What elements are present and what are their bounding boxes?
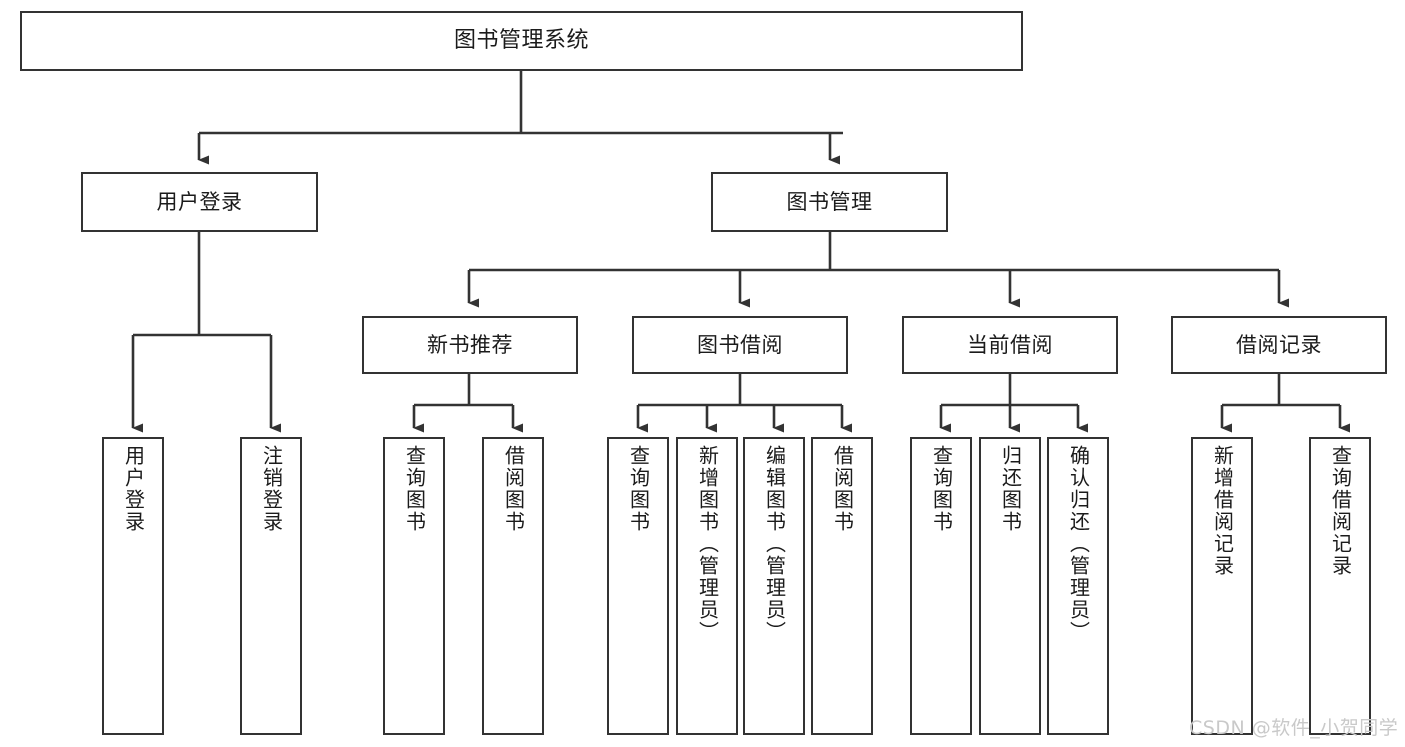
node-label: 借阅记录 (1236, 332, 1322, 357)
node-label: 归还图书 (998, 445, 1023, 533)
node-label: 注销登录 (259, 445, 284, 533)
leaf-current-confirm-return-admin[interactable]: 确认归还（管理员） (1047, 437, 1109, 735)
leaf-recommend-query-book[interactable]: 查询图书 (383, 437, 445, 735)
leaf-recommend-borrow-book[interactable]: 借阅图书 (482, 437, 544, 735)
node-label: 图书管理系统 (453, 28, 589, 54)
leaf-borrow-query-book[interactable]: 查询图书 (607, 437, 669, 735)
node-user-login[interactable]: 用户登录 (81, 172, 318, 232)
node-label: 新增借阅记录 (1210, 445, 1235, 577)
leaf-borrow-edit-book-admin[interactable]: 编辑图书（管理员） (743, 437, 805, 735)
node-new-book-recommend[interactable]: 新书推荐 (362, 316, 578, 374)
node-label: 新增图书（管理员） (695, 445, 720, 643)
node-borrow-record[interactable]: 借阅记录 (1171, 316, 1387, 374)
node-root-system[interactable]: 图书管理系统 (20, 11, 1023, 71)
node-current-borrow[interactable]: 当前借阅 (902, 316, 1118, 374)
node-label: 用户登录 (156, 189, 243, 214)
node-label: 用户登录 (121, 445, 146, 533)
leaf-current-query-book[interactable]: 查询图书 (910, 437, 972, 735)
node-label: 查询图书 (402, 445, 427, 533)
leaf-user-login-login[interactable]: 用户登录 (102, 437, 164, 735)
node-label: 查询借阅记录 (1328, 445, 1353, 577)
leaf-current-return-book[interactable]: 归还图书 (979, 437, 1041, 735)
node-label: 确认归还（管理员） (1066, 445, 1091, 643)
node-label: 新书推荐 (427, 332, 513, 357)
leaf-borrow-add-book-admin[interactable]: 新增图书（管理员） (676, 437, 738, 735)
leaf-record-add-record[interactable]: 新增借阅记录 (1191, 437, 1253, 735)
node-label: 借阅图书 (501, 445, 526, 533)
node-label: 图书管理 (786, 189, 873, 214)
csdn-watermark: CSDN @软件_小贺同学 (1189, 717, 1399, 739)
node-book-borrow[interactable]: 图书借阅 (632, 316, 848, 374)
leaf-user-login-logout[interactable]: 注销登录 (240, 437, 302, 735)
node-label: 编辑图书（管理员） (762, 445, 787, 643)
node-label: 借阅图书 (830, 445, 855, 533)
leaf-borrow-borrow-book[interactable]: 借阅图书 (811, 437, 873, 735)
node-label: 图书借阅 (697, 332, 783, 357)
leaf-record-query-record[interactable]: 查询借阅记录 (1309, 437, 1371, 735)
node-label: 查询图书 (626, 445, 651, 533)
node-book-management[interactable]: 图书管理 (711, 172, 948, 232)
node-label: 当前借阅 (967, 332, 1053, 357)
node-label: 查询图书 (929, 445, 954, 533)
